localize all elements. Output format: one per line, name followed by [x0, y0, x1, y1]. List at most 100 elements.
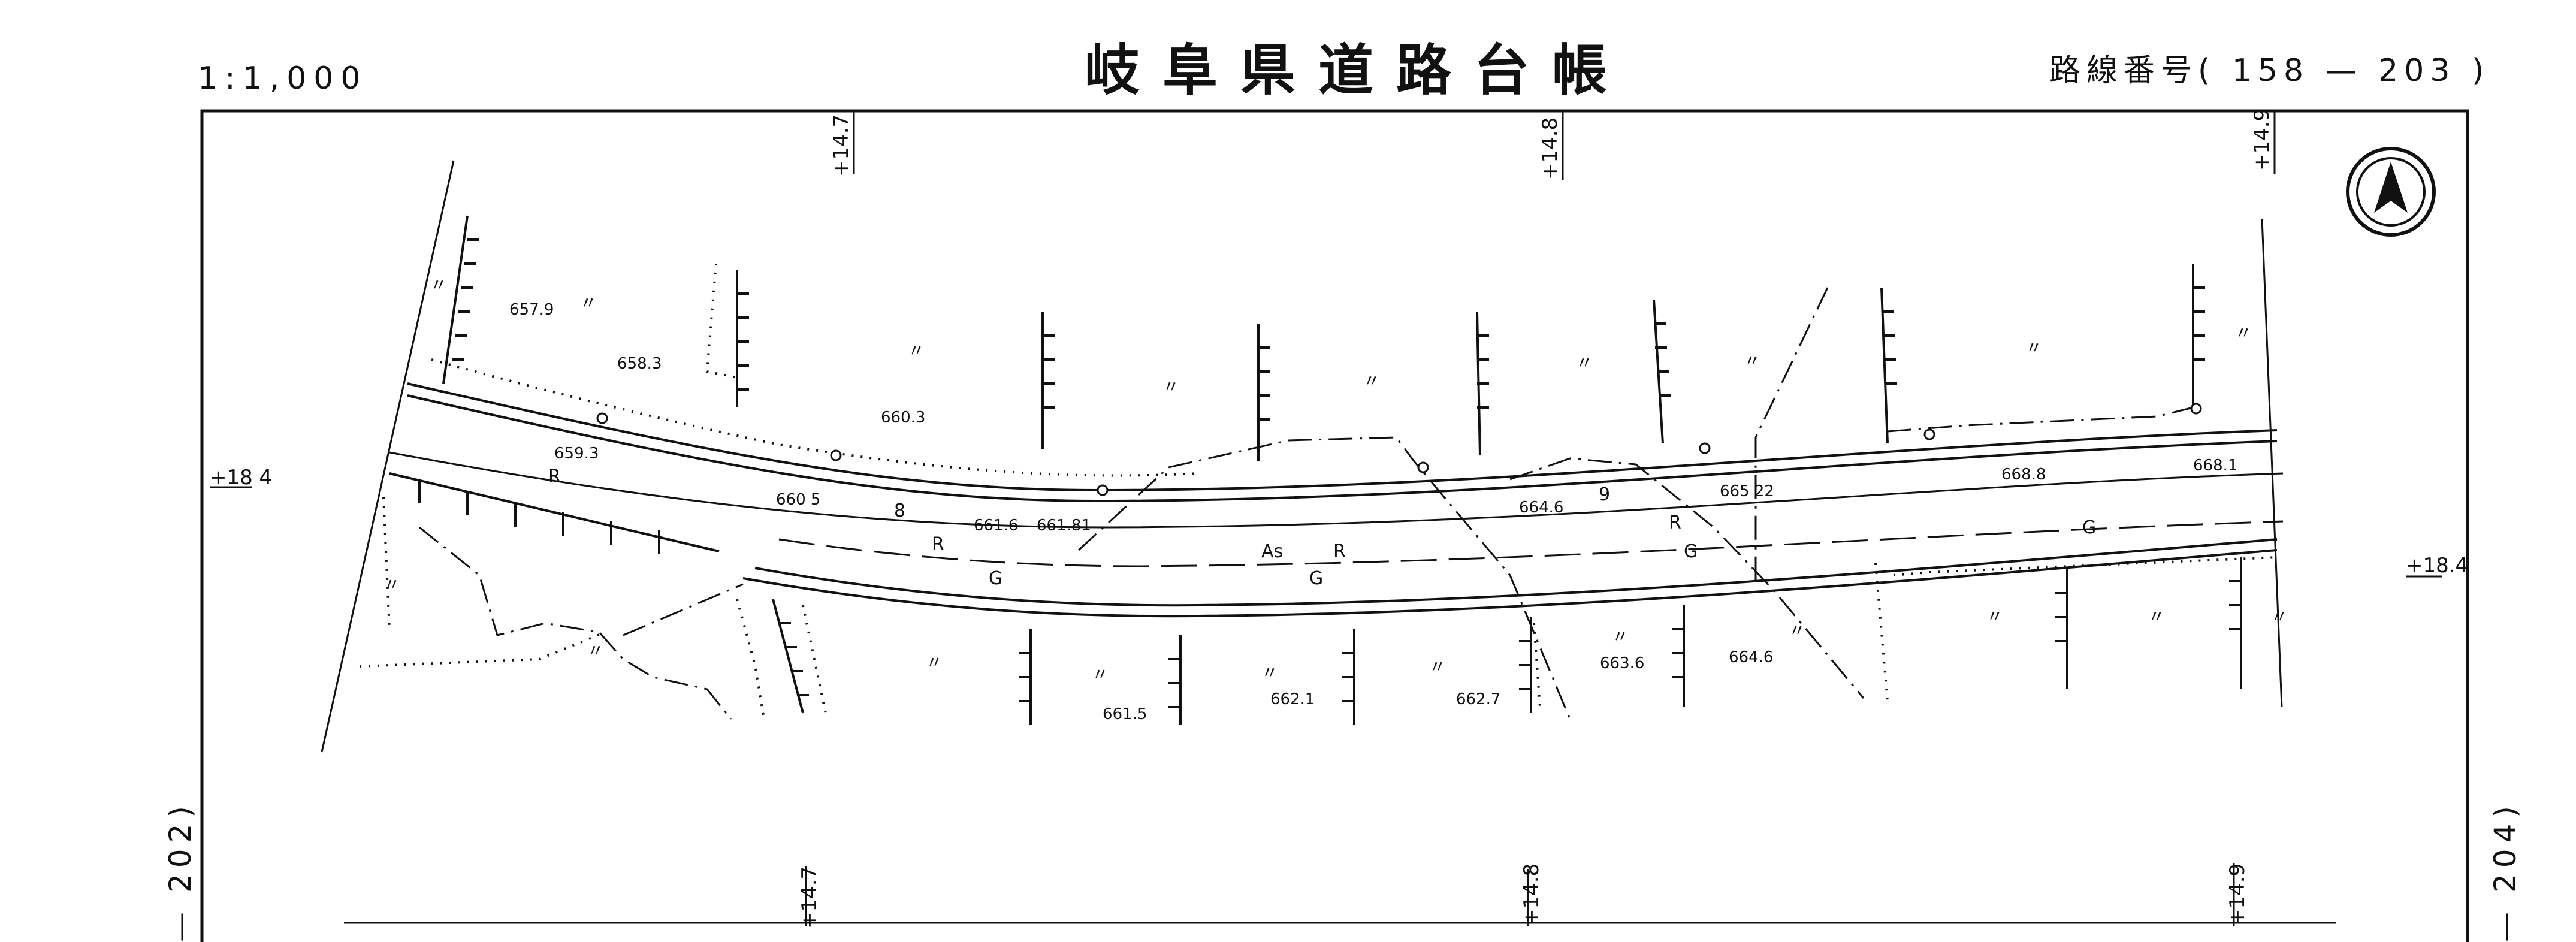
ditto-mark: 〃	[1363, 371, 1380, 391]
post	[2190, 403, 2202, 415]
ditto-mark: 〃	[2148, 606, 2165, 626]
bottom-station-148: +14.8	[1520, 864, 1544, 926]
elevation-label: 668.8	[2001, 466, 2046, 484]
parcel-south-4	[1533, 623, 1541, 708]
ditto-mark: 〃	[1744, 351, 1760, 371]
slope-s4	[1342, 629, 1355, 725]
elevation-label: 664.6	[1729, 648, 1773, 666]
elevation-label: 664.6	[1519, 499, 1563, 517]
post	[596, 412, 608, 424]
slope-s6	[1672, 605, 1685, 707]
elevation-label: 657.9	[509, 301, 554, 319]
map-scale: 1:1,000	[198, 61, 368, 96]
south-edge-outer	[742, 549, 2278, 618]
south-edge-inner	[754, 538, 2278, 607]
right-boundary	[2261, 218, 2283, 708]
ditto-mark: 〃	[1429, 657, 1446, 677]
ditto-mark: 〃	[2025, 338, 2042, 358]
slope-n4	[1476, 311, 1489, 456]
top-station-148: +14.8	[1538, 117, 1562, 180]
road-code-g: G	[1684, 541, 1698, 562]
bottom-station-147: +14.7	[798, 866, 822, 929]
elevation-label: 661.5	[1103, 705, 1147, 723]
ditto-mark: 〃	[908, 341, 925, 361]
slope-s1	[772, 599, 809, 714]
ditto-mark: 〃	[1576, 353, 1593, 373]
slope-n6	[1880, 287, 1897, 444]
post	[830, 449, 842, 461]
parcel-south-6	[1893, 556, 2278, 576]
ditto-mark: 〃	[1162, 377, 1179, 397]
admin-boundary-left-2	[623, 583, 744, 636]
ditto-mark: 〃	[1986, 606, 2003, 626]
lane-lines	[389, 451, 2284, 567]
post	[1923, 428, 1935, 440]
top-station-147: +14.7	[829, 114, 853, 177]
elevation-label: 662.1	[1270, 690, 1315, 708]
lane-line-2	[778, 520, 2284, 567]
parcel-south-3	[802, 605, 828, 720]
slope-nw	[442, 215, 479, 384]
ditto-mark: 〃	[926, 653, 943, 672]
road-edges	[407, 382, 2278, 618]
road-code-r: R	[1333, 541, 1346, 562]
elevation-label: 659.3	[554, 445, 599, 463]
elevation-label: 665 22	[1720, 482, 1774, 500]
slope-n3	[1257, 324, 1270, 461]
elevation-label: 663.6	[1600, 654, 1644, 672]
slope-s3	[1168, 635, 1182, 725]
slope-n5	[1653, 299, 1671, 444]
road-code-g: G	[2082, 517, 2096, 538]
adjacent-sheet-left: 202)	[163, 800, 198, 893]
road-code-r: R	[932, 534, 944, 555]
slope-s7	[2055, 569, 2068, 689]
post	[1097, 484, 1109, 496]
road-material-codes: R R R R G G G G As 8 9	[548, 466, 2096, 589]
road-code-g: G	[989, 568, 1002, 589]
bottom-station-ticks	[805, 863, 2235, 926]
admin-boundary-right-3	[1887, 406, 2194, 433]
elevation-label: 661.6	[974, 517, 1018, 535]
ditto-mark: 〃	[580, 293, 597, 313]
slope-s5	[1519, 617, 1532, 713]
post	[1417, 461, 1429, 473]
adjacent-sheet-right-dash: —	[2488, 912, 2523, 942]
adjacent-sheet-right: 204)	[2488, 800, 2523, 893]
parcel-north-1	[705, 263, 738, 379]
north-edge-outer	[407, 382, 2278, 492]
slope-s2	[1019, 629, 1032, 725]
slope-n2	[1041, 312, 1055, 449]
route-label-text: 路線番号	[2049, 53, 2198, 89]
road-code-as: As	[1261, 541, 1283, 562]
route-number-value: 158 — 203	[2231, 53, 2456, 89]
north-arrow-icon	[2346, 147, 2436, 237]
elevation-label: 668.1	[2193, 457, 2237, 475]
left-diag-boundary	[321, 160, 455, 753]
admin-boundary-center	[1077, 436, 1571, 720]
ditto-mark: 〃	[1789, 621, 1805, 641]
ditto-mark: 〃	[587, 641, 604, 660]
road-code-8: 8	[894, 500, 905, 521]
road-code-r: R	[548, 466, 561, 487]
top-station-ticks	[853, 111, 2276, 180]
parcel-south-left-v	[382, 497, 391, 630]
slope-n1	[736, 270, 749, 407]
admin-boundary-right-2	[1754, 287, 1829, 587]
slope-symbols	[389, 215, 2242, 725]
post	[1699, 442, 1711, 454]
ditto-mark: 〃	[1612, 627, 1629, 647]
boundary-posts	[596, 403, 2202, 496]
route-close-paren: )	[2471, 53, 2490, 89]
ditto-mark: 〃	[1092, 665, 1109, 684]
elevation-labels: 657.9 658.3 660.3 659.3 660 5 661.6 661.…	[509, 301, 2237, 723]
ditto-mark: 〃	[2235, 323, 2252, 343]
north-edge-inner	[407, 394, 2278, 503]
slope-sw	[389, 472, 720, 554]
elevation-label: 658.3	[617, 355, 662, 373]
parcel-south-2	[736, 599, 765, 720]
boundary-lines	[321, 160, 2336, 924]
parcel-lines	[359, 263, 2278, 720]
ditto-mark: 〃	[2271, 606, 2288, 626]
lane-line-1	[389, 451, 2284, 529]
